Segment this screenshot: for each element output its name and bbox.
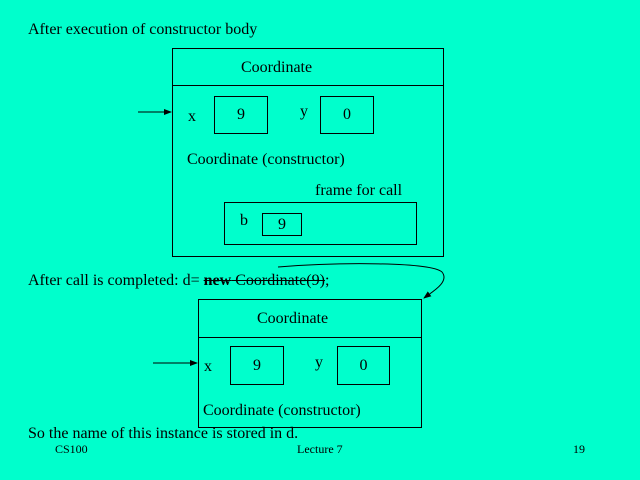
frame-param-value: 9 <box>262 213 302 236</box>
frame-label: frame for call <box>315 182 403 199</box>
object-box-1 <box>172 48 444 257</box>
footer-page-number: 19 <box>573 442 585 456</box>
method-label-2: Coordinate (constructor) <box>203 402 361 419</box>
field-y-value-1: 0 <box>320 96 374 134</box>
conclusion-text: So the name of this instance is stored i… <box>28 425 299 442</box>
field-y-label-1: y <box>300 103 308 120</box>
statement-line: After call is completed: d= new Coordina… <box>28 273 329 289</box>
statement-call: Coordinate(9) <box>231 272 325 289</box>
frame-param-label: b <box>240 212 248 229</box>
header-divider-2 <box>198 337 422 338</box>
field-x-value-1: 9 <box>214 96 268 134</box>
footer-lecture: Lecture 7 <box>297 442 343 456</box>
object-box-2 <box>198 299 422 428</box>
field-y-label-2: y <box>315 354 323 371</box>
field-x-label-1: x <box>188 108 196 125</box>
class-name-1: Coordinate <box>241 59 313 76</box>
field-x-label-2: x <box>204 358 212 375</box>
statement-keyword: new <box>203 272 232 289</box>
curved-arrow <box>277 263 445 299</box>
class-name-2: Coordinate <box>257 310 329 327</box>
footer-course: CS100 <box>55 442 88 456</box>
field-x-value-2: 9 <box>230 346 284 385</box>
slide-title: After execution of constructor body <box>28 21 258 38</box>
field-y-value-2: 0 <box>337 346 390 385</box>
statement-suffix: ; <box>324 272 330 289</box>
statement-prefix: After call is completed: d= <box>28 272 204 289</box>
header-divider-1 <box>172 85 444 86</box>
call-frame-box <box>224 202 417 245</box>
method-label-1: Coordinate (constructor) <box>187 151 345 168</box>
